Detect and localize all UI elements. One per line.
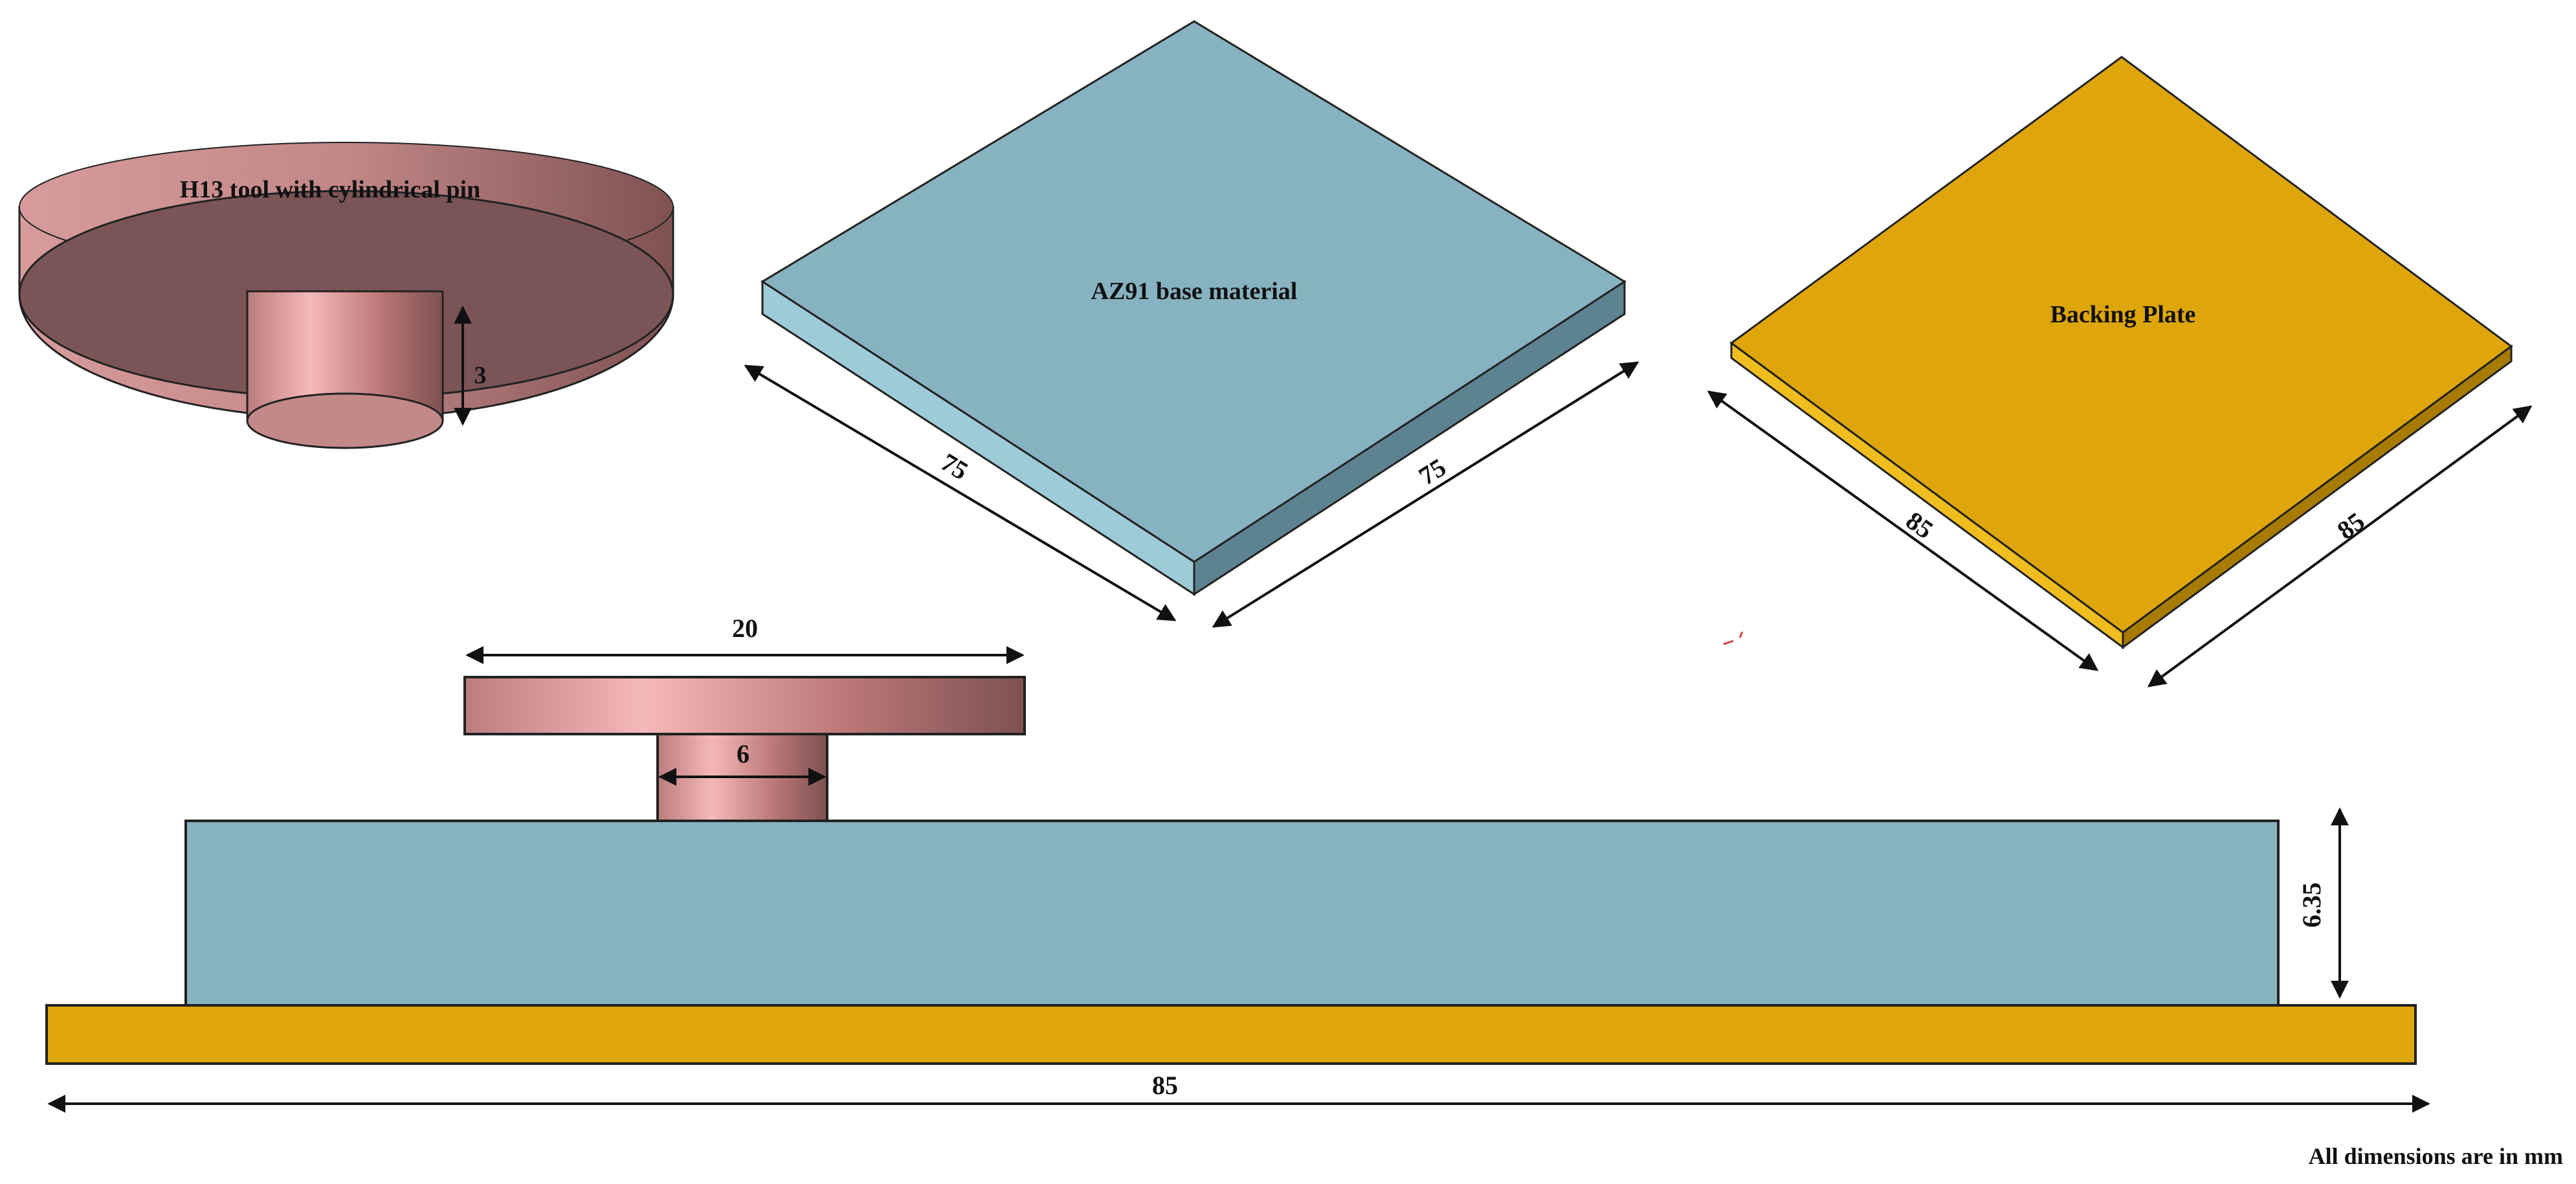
front-backing-plate [45, 1004, 2417, 1065]
backing-side-a-dimension-line [1707, 390, 2099, 671]
base-side-a-dimension-line [744, 364, 1177, 621]
tool-3d-view: H13 tool with cylindrical pin 3 [18, 142, 674, 449]
thickness-value: 6.35 [2297, 882, 2326, 928]
stray-mark [1723, 631, 1744, 645]
backing-side-a-value: 85 [1901, 506, 1939, 544]
base-side-b-dimension-line [1212, 361, 1639, 628]
backing-side-b-dimension-line [2147, 405, 2533, 687]
units-note: All dimensions are in mm [2308, 1143, 2563, 1169]
backing-label: Backing Plate [2050, 301, 2196, 328]
pin-diameter-value: 6 [737, 739, 749, 768]
backing-plate-top-face [1729, 56, 2513, 634]
backing-side-b-value: 85 [2332, 506, 2370, 545]
base-label: AZ91 base material [1091, 278, 1298, 305]
base-side-a-value: 75 [936, 447, 973, 486]
backing-plate-3d-view: Backing Plate 85 85 [1707, 56, 2533, 687]
front-view: 20 6 6.35 85 [45, 614, 2430, 1113]
base-side-b-value: 75 [1414, 452, 1451, 491]
tool-label: H13 tool with cylindrical pin [180, 176, 480, 203]
front-base-plate [184, 820, 2280, 1007]
tool-pin-bottom [246, 392, 444, 449]
overall-length-value: 85 [1152, 1071, 1178, 1100]
tool-pin [246, 290, 444, 422]
base-plate-3d-view: AZ91 base material 75 75 [744, 20, 1639, 628]
shoulder-diameter-value: 20 [732, 614, 758, 643]
pin-height-value: 3 [474, 362, 487, 389]
front-tool-shoulder [463, 676, 1026, 735]
